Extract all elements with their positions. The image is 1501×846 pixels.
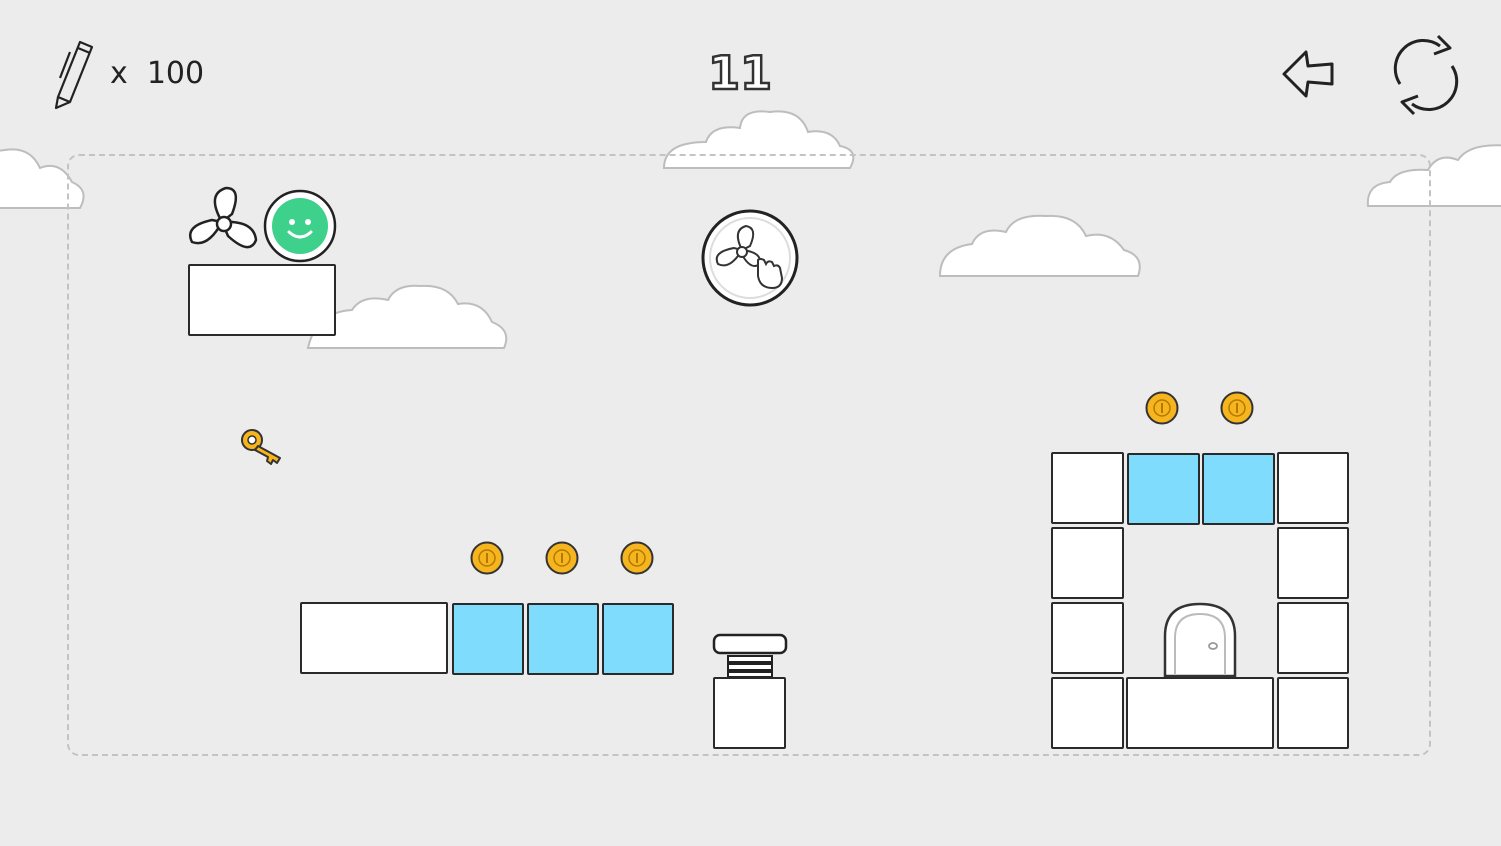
solid-block [1277,527,1349,599]
coin [1145,391,1179,425]
coin-icon [545,541,579,575]
door-icon [1163,602,1237,678]
exit-door [1162,602,1238,678]
solid-block [1277,602,1349,674]
pencil-icon [50,38,100,110]
restart-icon [1393,34,1459,116]
solid-block [1051,602,1124,674]
coin [1220,391,1254,425]
fan [184,184,262,262]
ice-block [1127,453,1200,525]
fan-tap-button[interactable] [700,208,800,308]
fan-tap-button-icon [701,209,799,307]
spring [712,632,788,678]
coin-icon [1145,391,1179,425]
solid-block [300,602,448,674]
play-area[interactable] [67,154,1431,756]
coin-icon [470,541,504,575]
spring-base-block [713,677,786,749]
coin [620,541,654,575]
player-ball[interactable] [262,188,338,264]
back-button[interactable] [1280,46,1338,104]
solid-block [1051,527,1124,599]
pencil-counter: x 100 [50,38,210,110]
solid-block [1051,677,1124,749]
key-icon [241,429,281,465]
ice-block [602,603,674,675]
fan-icon [189,186,258,249]
coin-icon [1220,391,1254,425]
solid-block [1277,452,1349,524]
back-arrow-icon [1282,50,1334,98]
smiley-face-icon [263,189,337,263]
key [240,428,286,466]
start-platform [188,264,336,336]
coin [470,541,504,575]
spring-icon [712,633,788,678]
ice-block [1202,453,1275,525]
coin [545,541,579,575]
coin-icon [620,541,654,575]
solid-block [1051,452,1124,524]
level-number: 11 [707,45,774,102]
solid-block [1277,677,1349,749]
restart-button[interactable] [1388,34,1464,116]
pencil-count: x 100 [110,56,205,91]
solid-block [1126,677,1274,749]
ice-block [452,603,524,675]
ice-block [527,603,599,675]
